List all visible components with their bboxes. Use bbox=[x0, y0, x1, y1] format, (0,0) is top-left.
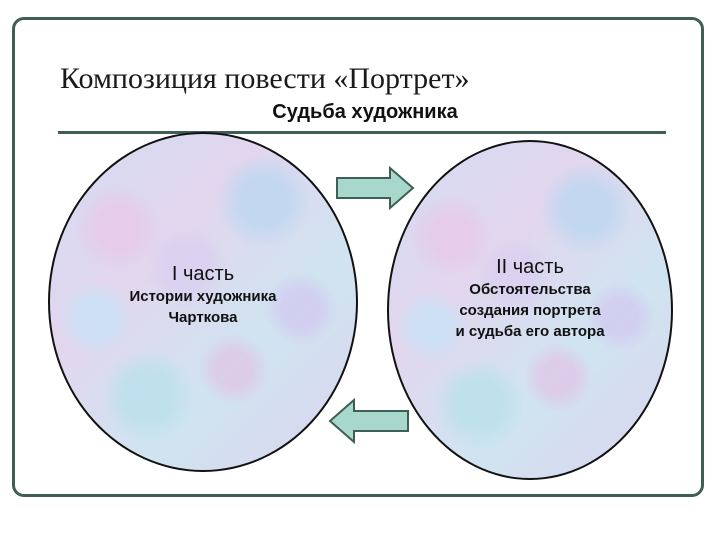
arrow-left-icon bbox=[328, 398, 409, 444]
slide-title: Композиция повести «Портрет» bbox=[60, 62, 470, 95]
arrow-right-shape bbox=[336, 166, 415, 210]
part-one-line-1: Истории художника bbox=[129, 288, 277, 305]
arrow-left-shape bbox=[328, 398, 409, 444]
part-two-text: II часть Обстоятельства создания портрет… bbox=[389, 255, 671, 342]
part-one-label: I часть bbox=[171, 263, 235, 285]
slide-subtitle: Судьба художника bbox=[272, 101, 458, 123]
part-two-line-1: Обстоятельства bbox=[469, 281, 591, 298]
part-two-ellipse: II часть Обстоятельства создания портрет… bbox=[387, 140, 673, 480]
arrow-right-icon bbox=[336, 166, 415, 210]
part-two-line-2: создания портрета bbox=[459, 302, 601, 319]
part-two-label: II часть bbox=[496, 256, 564, 278]
part-two-line-3: и судьба его автора bbox=[455, 323, 605, 340]
part-one-ellipse: I часть Истории художника Чарткова bbox=[48, 132, 358, 472]
part-one-line-2: Чарткова bbox=[168, 309, 238, 326]
part-one-text: I часть Истории художника Чарткова bbox=[50, 262, 356, 328]
title-divider bbox=[58, 131, 666, 134]
